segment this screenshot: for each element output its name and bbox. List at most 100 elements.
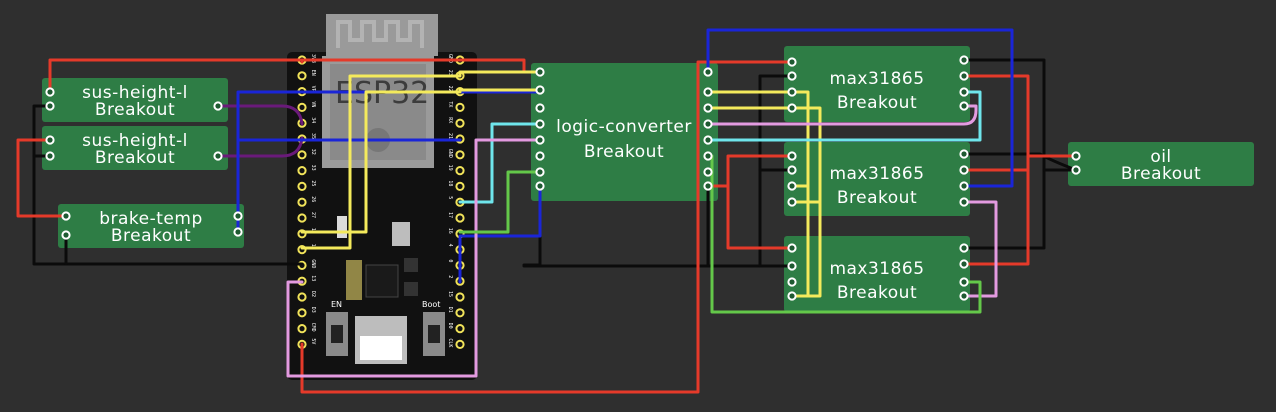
wire-yellow[interactable] (300, 88, 542, 234)
breakout-pin[interactable] (535, 135, 545, 145)
breakout-pin[interactable] (787, 87, 797, 97)
wire-blue[interactable] (706, 28, 1014, 188)
oil-type: Breakout (1121, 164, 1201, 184)
esp32-pin[interactable] (455, 150, 465, 160)
breakout-pin[interactable] (787, 277, 797, 287)
wire-blue[interactable] (458, 184, 542, 284)
wire-pink[interactable] (706, 104, 978, 126)
breakout-pin[interactable] (959, 149, 969, 159)
breakout-pin[interactable] (45, 101, 55, 111)
wire-black[interactable] (522, 184, 794, 268)
breakout-pin[interactable] (535, 85, 545, 95)
breakout-pin[interactable] (45, 151, 55, 161)
esp32-pin[interactable] (455, 324, 465, 334)
max31865-breakout-2[interactable]: max31865 Breakout (784, 142, 970, 216)
breakout-pin[interactable] (61, 230, 71, 240)
breakout-pin[interactable] (1071, 151, 1081, 161)
wire-red[interactable] (16, 138, 68, 218)
breakout-pin[interactable] (959, 71, 969, 81)
breakout-pin[interactable] (213, 151, 223, 161)
breakout-pin[interactable] (787, 165, 797, 175)
breakout-pin[interactable] (959, 243, 969, 253)
breakout-pin[interactable] (535, 119, 545, 129)
esp32-pin[interactable] (297, 197, 307, 207)
max31865-breakout-1[interactable]: max31865 Breakout (784, 46, 970, 122)
breakout-pin[interactable] (959, 101, 969, 111)
breakout-pin[interactable] (787, 103, 797, 113)
breakout-pin[interactable] (61, 211, 71, 221)
esp32-pin[interactable] (455, 118, 465, 128)
breakout-pin[interactable] (959, 277, 969, 287)
breakout-pin[interactable] (959, 291, 969, 301)
logic-converter-breakout[interactable]: logic-converter Breakout (531, 63, 718, 201)
breakout-pin[interactable] (535, 103, 545, 113)
breakout-pin[interactable] (959, 181, 969, 191)
esp32-pin[interactable] (455, 102, 465, 113)
breakout-pin[interactable] (703, 181, 713, 191)
esp32-pin[interactable] (297, 166, 307, 176)
breakout-pin[interactable] (703, 167, 713, 177)
breakout-pin[interactable] (787, 197, 797, 207)
wire-green[interactable] (458, 170, 542, 234)
breakout-pin[interactable] (535, 151, 545, 161)
breakout-pin[interactable] (535, 167, 545, 177)
esp32-pin[interactable] (455, 308, 465, 318)
esp32-pin[interactable] (297, 71, 307, 81)
max31865-2-name: max31865 (829, 164, 924, 184)
breakout-pin[interactable] (787, 71, 797, 81)
esp32-pin[interactable] (297, 308, 307, 318)
max31865-breakout-3[interactable]: max31865 Breakout (784, 236, 970, 312)
breakout-pin[interactable] (213, 101, 223, 111)
breakout-pin[interactable] (787, 151, 797, 161)
esp32-pin[interactable] (455, 339, 465, 349)
esp32-pin[interactable] (297, 150, 307, 160)
breakout-pins (45, 55, 1081, 301)
breakout-pin[interactable] (959, 55, 969, 65)
esp32-pin[interactable] (455, 181, 465, 191)
breakout-pin[interactable] (787, 57, 797, 67)
sus-height-breakout-2[interactable]: sus-height-l Breakout (42, 126, 228, 170)
breakout-pin[interactable] (959, 259, 969, 269)
esp32-pin[interactable] (297, 324, 307, 334)
wire-black[interactable] (962, 152, 1078, 172)
wire-black[interactable] (962, 58, 1046, 250)
breakout-pin[interactable] (535, 181, 545, 191)
breakout-pin[interactable] (1071, 165, 1081, 175)
breakout-pin[interactable] (45, 87, 55, 97)
breakout-pin[interactable] (787, 261, 797, 271)
wire-purple[interactable] (216, 136, 304, 158)
esp32-pin[interactable] (455, 292, 465, 302)
breakout-pin[interactable] (233, 227, 243, 237)
oil-breakout[interactable]: oil Breakout (1068, 142, 1254, 186)
breakout-pin[interactable] (703, 119, 713, 129)
breakout-pin[interactable] (703, 103, 713, 113)
esp32-pin[interactable] (297, 292, 307, 302)
breakout-pin[interactable] (233, 211, 243, 221)
breakout-pin[interactable] (703, 135, 713, 145)
breakout-pin[interactable] (535, 67, 545, 77)
breakout-pin[interactable] (959, 165, 969, 175)
esp32-pin[interactable] (297, 213, 307, 223)
wire-cyan[interactable] (706, 90, 982, 142)
breakout-pin[interactable] (703, 87, 713, 97)
esp32-pin[interactable] (297, 102, 307, 113)
wire-purple[interactable] (216, 104, 304, 126)
esp32-pin[interactable] (455, 166, 465, 176)
wire-red[interactable] (706, 154, 794, 250)
brake-temp-breakout[interactable]: brake-temp Breakout (58, 204, 244, 248)
esp32-board[interactable]: ESP32 EN Boot 3V3ENVPVN34353233252627141… (287, 14, 477, 380)
wire-pink[interactable] (286, 138, 542, 378)
breakout-pin[interactable] (959, 87, 969, 97)
sus-height-breakout-1[interactable]: sus-height-l Breakout (42, 78, 228, 122)
breakout-pin[interactable] (703, 151, 713, 161)
breakout-pin[interactable] (787, 181, 797, 191)
wire-black[interactable] (32, 104, 304, 266)
breakout-pin[interactable] (703, 67, 713, 77)
breakout-pin[interactable] (787, 291, 797, 301)
breakout-pin[interactable] (45, 135, 55, 145)
esp32-pin[interactable] (297, 181, 307, 191)
breakout-pin[interactable] (959, 197, 969, 207)
breakout-pin[interactable] (787, 243, 797, 253)
esp32-pin[interactable] (455, 213, 465, 223)
wire-yellow[interactable] (300, 70, 542, 250)
